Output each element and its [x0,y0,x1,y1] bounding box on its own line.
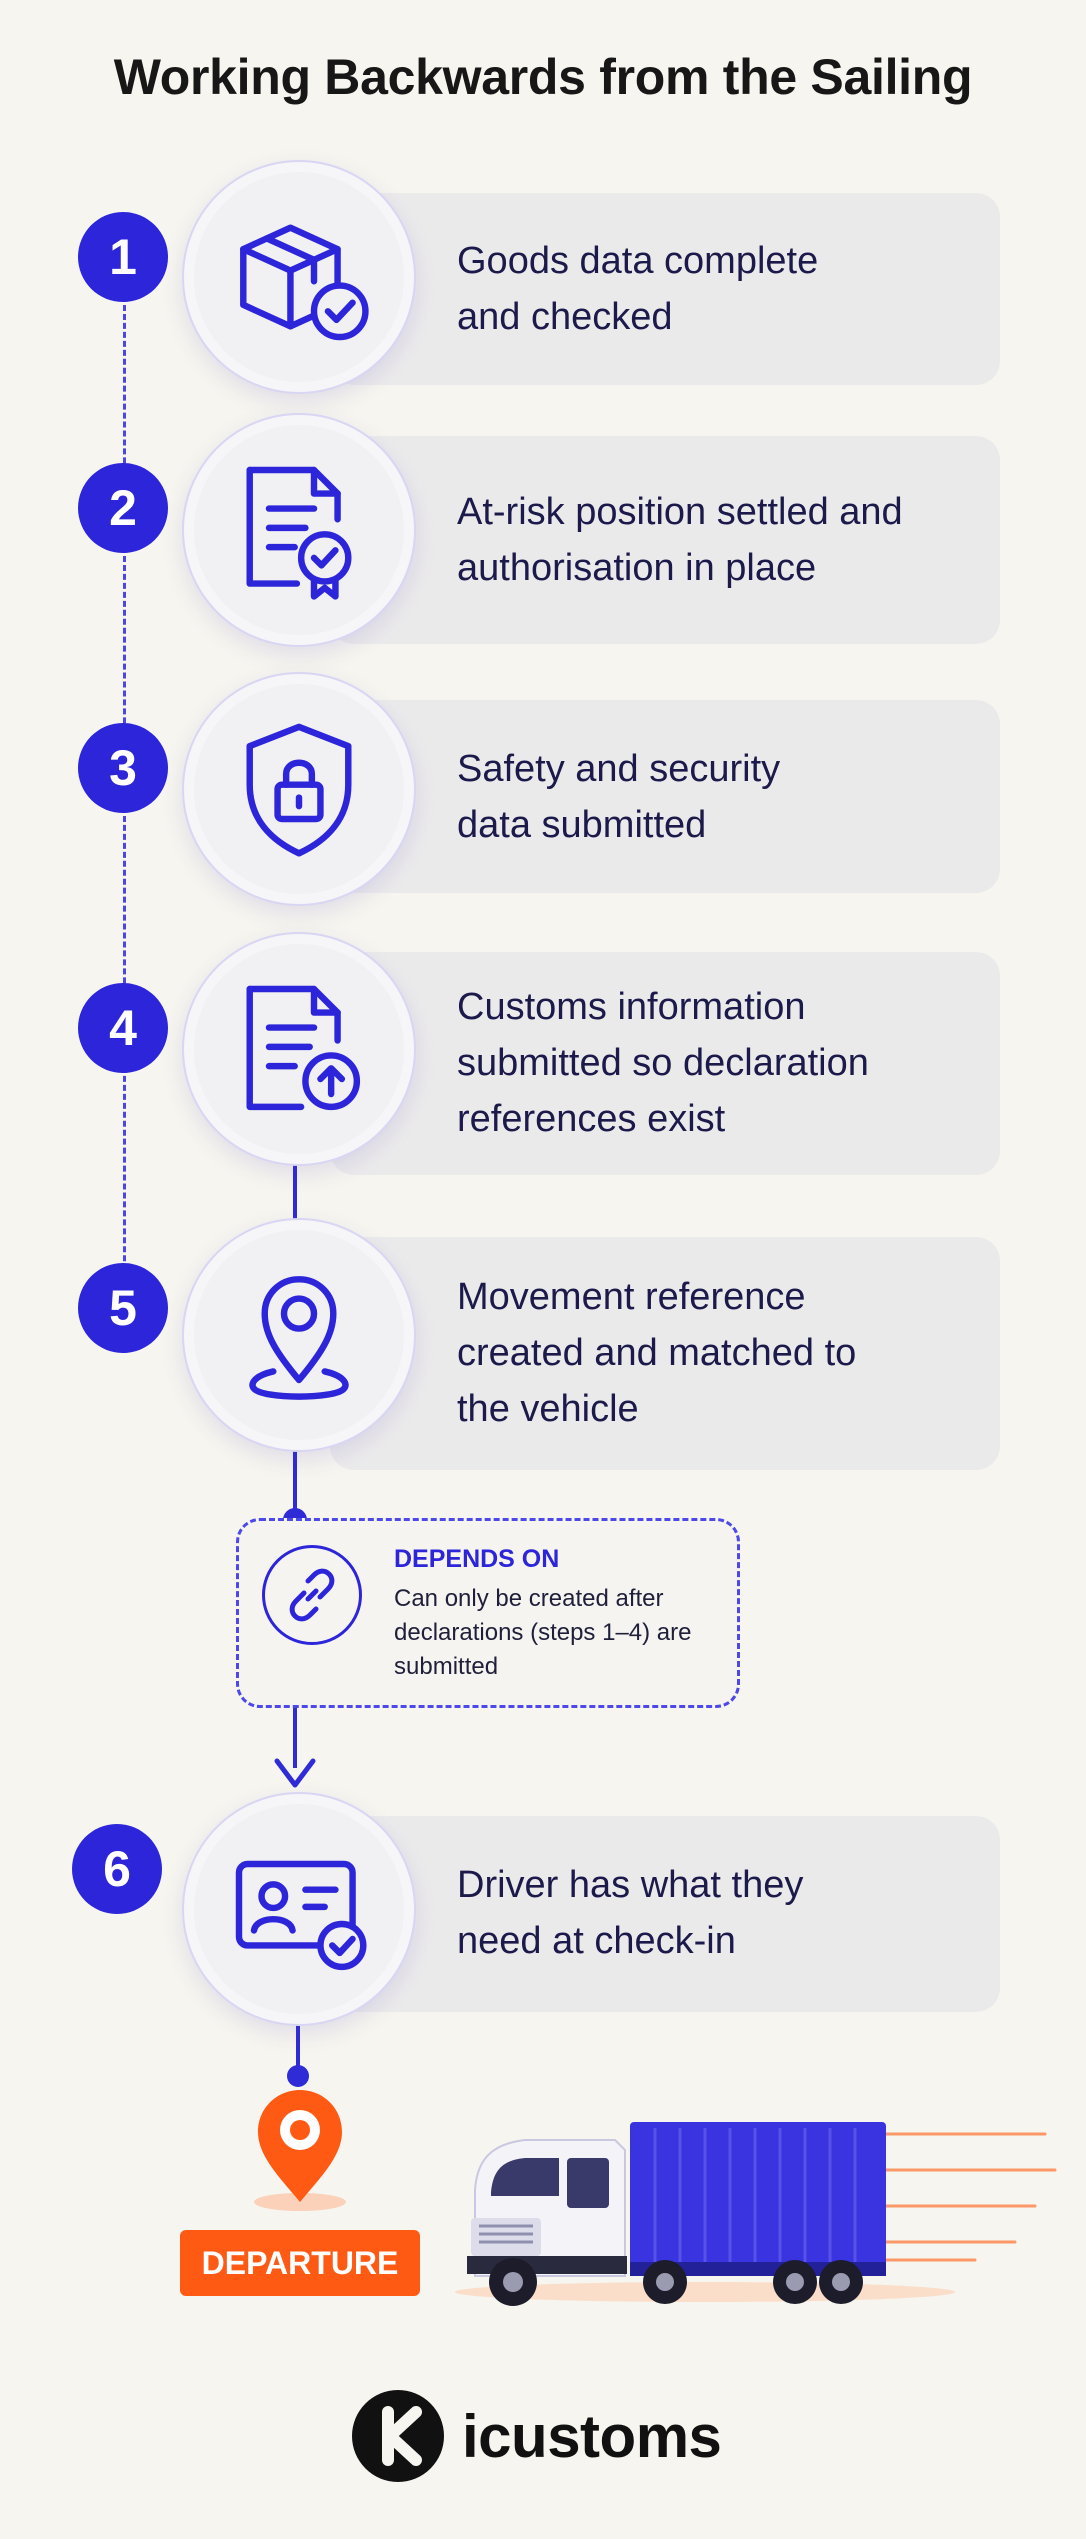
step-card-5 [330,1237,1000,1470]
step-card-2 [330,436,1000,644]
timeline-dot [287,2065,309,2087]
link-icon [289,1568,335,1622]
step-icon-circle-2 [182,413,416,647]
timeline-connector-4-5 [293,1160,297,1220]
step-text-6: Driver has what they need at check-in [457,1864,804,1962]
step-text-3: Safety and security data submitted [457,748,781,846]
timeline-connector-dependency-6 [293,1708,297,1768]
step-card-6 [330,1816,1000,2012]
step-text-1: Goods data complete and checked [457,240,819,338]
step-icon-circle-1 [182,160,416,394]
truck-illustration [455,2122,1057,2306]
location-pin-icon [249,1276,349,1400]
step-text-4: Customs information submitted so declara… [457,986,869,1140]
step-text-5: Movement reference created and matched t… [457,1276,857,1430]
step-number-badge-2: 2 [78,463,168,553]
page-title: Working Backwards from the Sailing [113,49,973,105]
step-number-badge-1: 1 [78,212,168,302]
step-number-badge-4: 4 [78,983,168,1073]
id-card-check-icon [235,1860,367,1971]
dependency-description: Can only be created after declarations (… [394,1585,692,1680]
step-number-badge-3: 3 [78,723,168,813]
step-number-badge-5: 5 [78,1263,168,1353]
shield-lock-icon [246,723,352,857]
dependency-icon-circle [262,1545,362,1645]
step-card-4 [330,952,1000,1175]
certificate-document-icon [246,466,352,600]
step-icon-circle-4 [182,932,416,1166]
departure-pin-icon [254,2090,346,2211]
step-card-3 [330,700,1000,893]
step-number-badge-6: 6 [72,1824,162,1914]
brand-name: icustoms [462,2402,722,2470]
down-arrow-icon [274,1758,316,1788]
step-icon-circle-6 [182,1792,416,2026]
icustoms-logo-icon [352,2390,444,2482]
timeline-connector-5-dependency [293,1450,297,1520]
package-check-icon [240,224,369,341]
brand: icustoms [350,2388,722,2484]
document-upload-icon [246,985,361,1111]
step-icon-circle-3 [182,672,416,906]
dependency-heading: DEPENDS ON [394,1545,560,1573]
step-icon-circle-5 [182,1218,416,1452]
step-text-2: At-risk position settled and authorisati… [457,491,903,589]
timeline-connector-6-departure [296,2015,300,2075]
step-card-1 [330,193,1000,385]
departure-label: DEPARTURE [180,2230,420,2296]
